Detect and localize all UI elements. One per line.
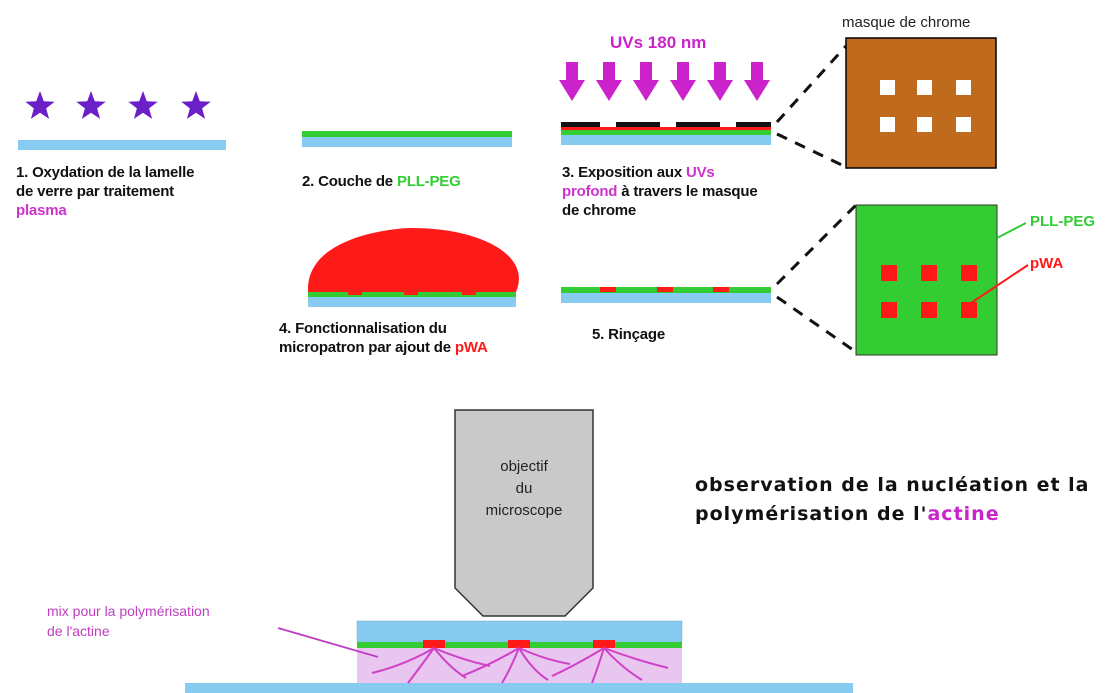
pll-peg-leader <box>996 222 1027 239</box>
star-icon <box>25 91 55 119</box>
objective-label: objectif du microscope <box>485 458 563 519</box>
mask-transparent-window <box>660 122 676 127</box>
pwa-spacer <box>561 127 771 130</box>
actin-filaments <box>371 647 669 684</box>
pwa-spot <box>657 287 673 292</box>
micropattern-closeup <box>855 204 998 356</box>
uv-arrow-icon <box>633 62 659 101</box>
pwa-spot <box>462 291 476 295</box>
star-icon <box>76 91 106 119</box>
glass-slide-5 <box>561 293 771 303</box>
zoom-line <box>775 44 848 124</box>
top-glass <box>356 620 683 643</box>
mix-chamber <box>357 648 682 683</box>
pwa-leader <box>967 264 1029 306</box>
bottom-glass <box>185 683 853 693</box>
uv-arrow-icon <box>707 62 733 101</box>
microscope-objective-icon <box>454 409 594 617</box>
observation-caption: observation de la nucléation et la polym… <box>695 474 1090 525</box>
pwa-drop <box>307 228 519 292</box>
glass-slide-4 <box>308 297 516 307</box>
pwa-spot <box>713 287 729 292</box>
star-icon <box>181 91 211 119</box>
step5-caption: 5. Rinçage <box>592 326 666 343</box>
pwa-spot <box>348 291 362 295</box>
step1-caption: 1. Oxydation de la lamelle de verre par … <box>16 164 195 219</box>
zoom-line <box>776 295 857 354</box>
uv-arrows <box>559 62 770 101</box>
zoom-line <box>776 132 847 169</box>
mix-leader <box>277 627 379 658</box>
uv-label: UVs 180 nm <box>610 33 707 52</box>
pll-peg-layer-2 <box>302 131 512 137</box>
pwa-label: pWA <box>1030 255 1064 272</box>
mix-label: mix pour la polymérisation de l'actine <box>47 603 210 639</box>
star-icon-group <box>25 91 211 119</box>
step3-caption: 3. Exposition aux UVs profond à travers … <box>562 164 758 219</box>
pll-peg-layer-3 <box>561 130 771 135</box>
pwa-spot <box>508 640 530 648</box>
glass-slide-3 <box>561 135 771 145</box>
mask-transparent-window <box>600 122 616 127</box>
glass-slide-2 <box>302 137 512 147</box>
uv-arrow-icon <box>670 62 696 101</box>
step2-caption: 2. Couche de PLL-PEG <box>302 173 461 190</box>
pwa-spot <box>404 291 418 295</box>
pwa-spot <box>600 287 616 292</box>
glass-slide-1 <box>18 140 226 150</box>
pll-peg-label: PLL-PEG <box>1030 213 1096 230</box>
zoom-line <box>775 203 858 286</box>
chrome-mask-icon <box>845 37 997 169</box>
uv-arrow-icon <box>596 62 622 101</box>
uv-arrow-icon <box>744 62 770 101</box>
star-icon <box>128 91 158 119</box>
mask-transparent-window <box>720 122 736 127</box>
step4-caption: 4. Fonctionnalisation du micropatron par… <box>279 320 488 356</box>
pwa-spot <box>423 640 445 648</box>
mask-title: masque de chrome <box>842 14 971 31</box>
uv-arrow-icon <box>559 62 585 101</box>
pwa-spot <box>593 640 615 648</box>
